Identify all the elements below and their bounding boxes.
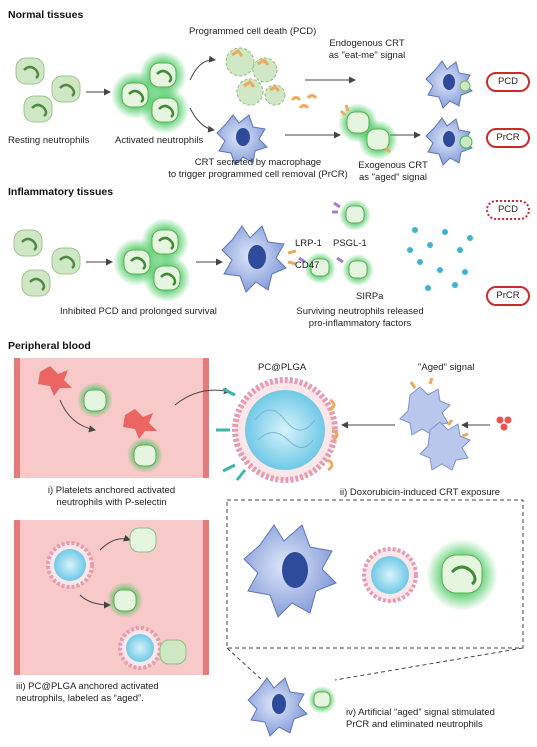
- macrophage-prcr: [425, 117, 473, 166]
- small-macrophage-eating: [247, 677, 336, 737]
- resting-neutrophil: [15, 57, 45, 85]
- surviving-neutrophils-line1: Surviving neutrophils released: [296, 306, 424, 317]
- resting-neutrophils-label: Resting neutrophils: [8, 135, 90, 146]
- arrow: [189, 107, 215, 133]
- prcr-badge: PrCR: [486, 128, 530, 148]
- caption-iv-line1: iv) Artificial “aged” signal stimulated: [346, 707, 495, 718]
- activated-neutrophil: [121, 82, 149, 108]
- surviving-neutrophils: [298, 199, 374, 286]
- caption-i-line2: neutrophils with P-selectin: [56, 497, 167, 508]
- pcd-badge: PCD: [486, 72, 530, 92]
- zoom-neutrophil: [426, 539, 498, 611]
- zoom-particle: [362, 547, 418, 603]
- macrophage-eat-me: [425, 60, 473, 109]
- psgl1-label: PSGL-1: [333, 238, 367, 249]
- arrow: [189, 55, 216, 81]
- resting-neutrophils-group: [15, 57, 81, 123]
- blood-vessel-bottom: [14, 520, 209, 675]
- section-title-normal: Normal tissues: [8, 9, 84, 21]
- pro-inflammatory-factors: [407, 227, 473, 291]
- pcd-badge-inhibited: PCD: [486, 200, 530, 220]
- caption-ii: ii) Doxorubicin-induced CRT exposure: [339, 487, 501, 498]
- activated-neutrophils-group: [111, 51, 189, 134]
- inhibited-pcd-label: Inhibited PCD and prolonged survival: [60, 306, 217, 317]
- exogenous-crt-line1: Exogenous CRT: [358, 160, 428, 171]
- macrophage-normal: [216, 114, 268, 166]
- resting-neutrophil: [51, 75, 81, 103]
- secreted-crt: [290, 94, 318, 110]
- pc-plga-label: PC@PLGA: [258, 362, 307, 373]
- prcr-badge-inflam: PrCR: [486, 286, 530, 306]
- section-title-peripheral: Peripheral blood: [8, 340, 91, 352]
- activated-neutrophil: [151, 97, 179, 123]
- sirpa-label: SIRPa: [356, 291, 384, 302]
- section-title-inflammatory: Inflammatory tissues: [8, 186, 114, 198]
- zoom-line: [334, 647, 524, 681]
- resting-neutrophil: [23, 95, 53, 123]
- endogenous-crt-line1: Endogenous CRT: [329, 38, 405, 49]
- caption-iii-line1: iii) PC@PLGA anchored activated: [16, 681, 159, 692]
- aged-neutrophils: [338, 103, 398, 160]
- activated-neutrophil: [149, 62, 177, 88]
- pcd-label: Programmed cell death (PCD): [189, 26, 317, 37]
- activated-neutrophils-inflam: [113, 218, 191, 302]
- caption-iii-line2: neutrophils, labeled as “aged”.: [16, 693, 144, 704]
- crt-secreted-line2: to trigger programmed cell removal (PrCR…: [168, 169, 348, 180]
- exogenous-crt-line2: as "aged" signal: [358, 172, 427, 183]
- resting-neutrophils-inflam: [13, 229, 81, 297]
- zoom-line: [226, 647, 263, 681]
- doxorubicin-dots: [496, 416, 512, 431]
- crt-secreted-line1: CRT secreted by macrophage: [194, 157, 322, 168]
- lrp1-label: LRP-1: [295, 238, 322, 249]
- aged-signal-cells: [399, 377, 471, 471]
- endogenous-crt-line2: as "eat-me" signal: [328, 50, 406, 61]
- caption-iv-line2: PrCR and eliminated neutrophils: [346, 719, 483, 730]
- caption-i-line1: i) Platelets anchored activated: [47, 485, 176, 496]
- blood-vessel-top: [14, 358, 209, 478]
- zoom-box: [226, 499, 524, 649]
- cd47-label: CD47: [295, 260, 320, 271]
- surviving-neutrophils-line2: pro-inflammatory factors: [308, 318, 412, 329]
- macrophage-inflam: [221, 225, 297, 293]
- zoom-macrophage: [243, 524, 337, 618]
- aged-signal-label: "Aged" signal: [418, 362, 475, 373]
- apoptotic-fragments: [225, 47, 286, 106]
- pc-plga-particle: [216, 377, 339, 483]
- activated-neutrophils-label: Activated neutrophils: [115, 135, 204, 146]
